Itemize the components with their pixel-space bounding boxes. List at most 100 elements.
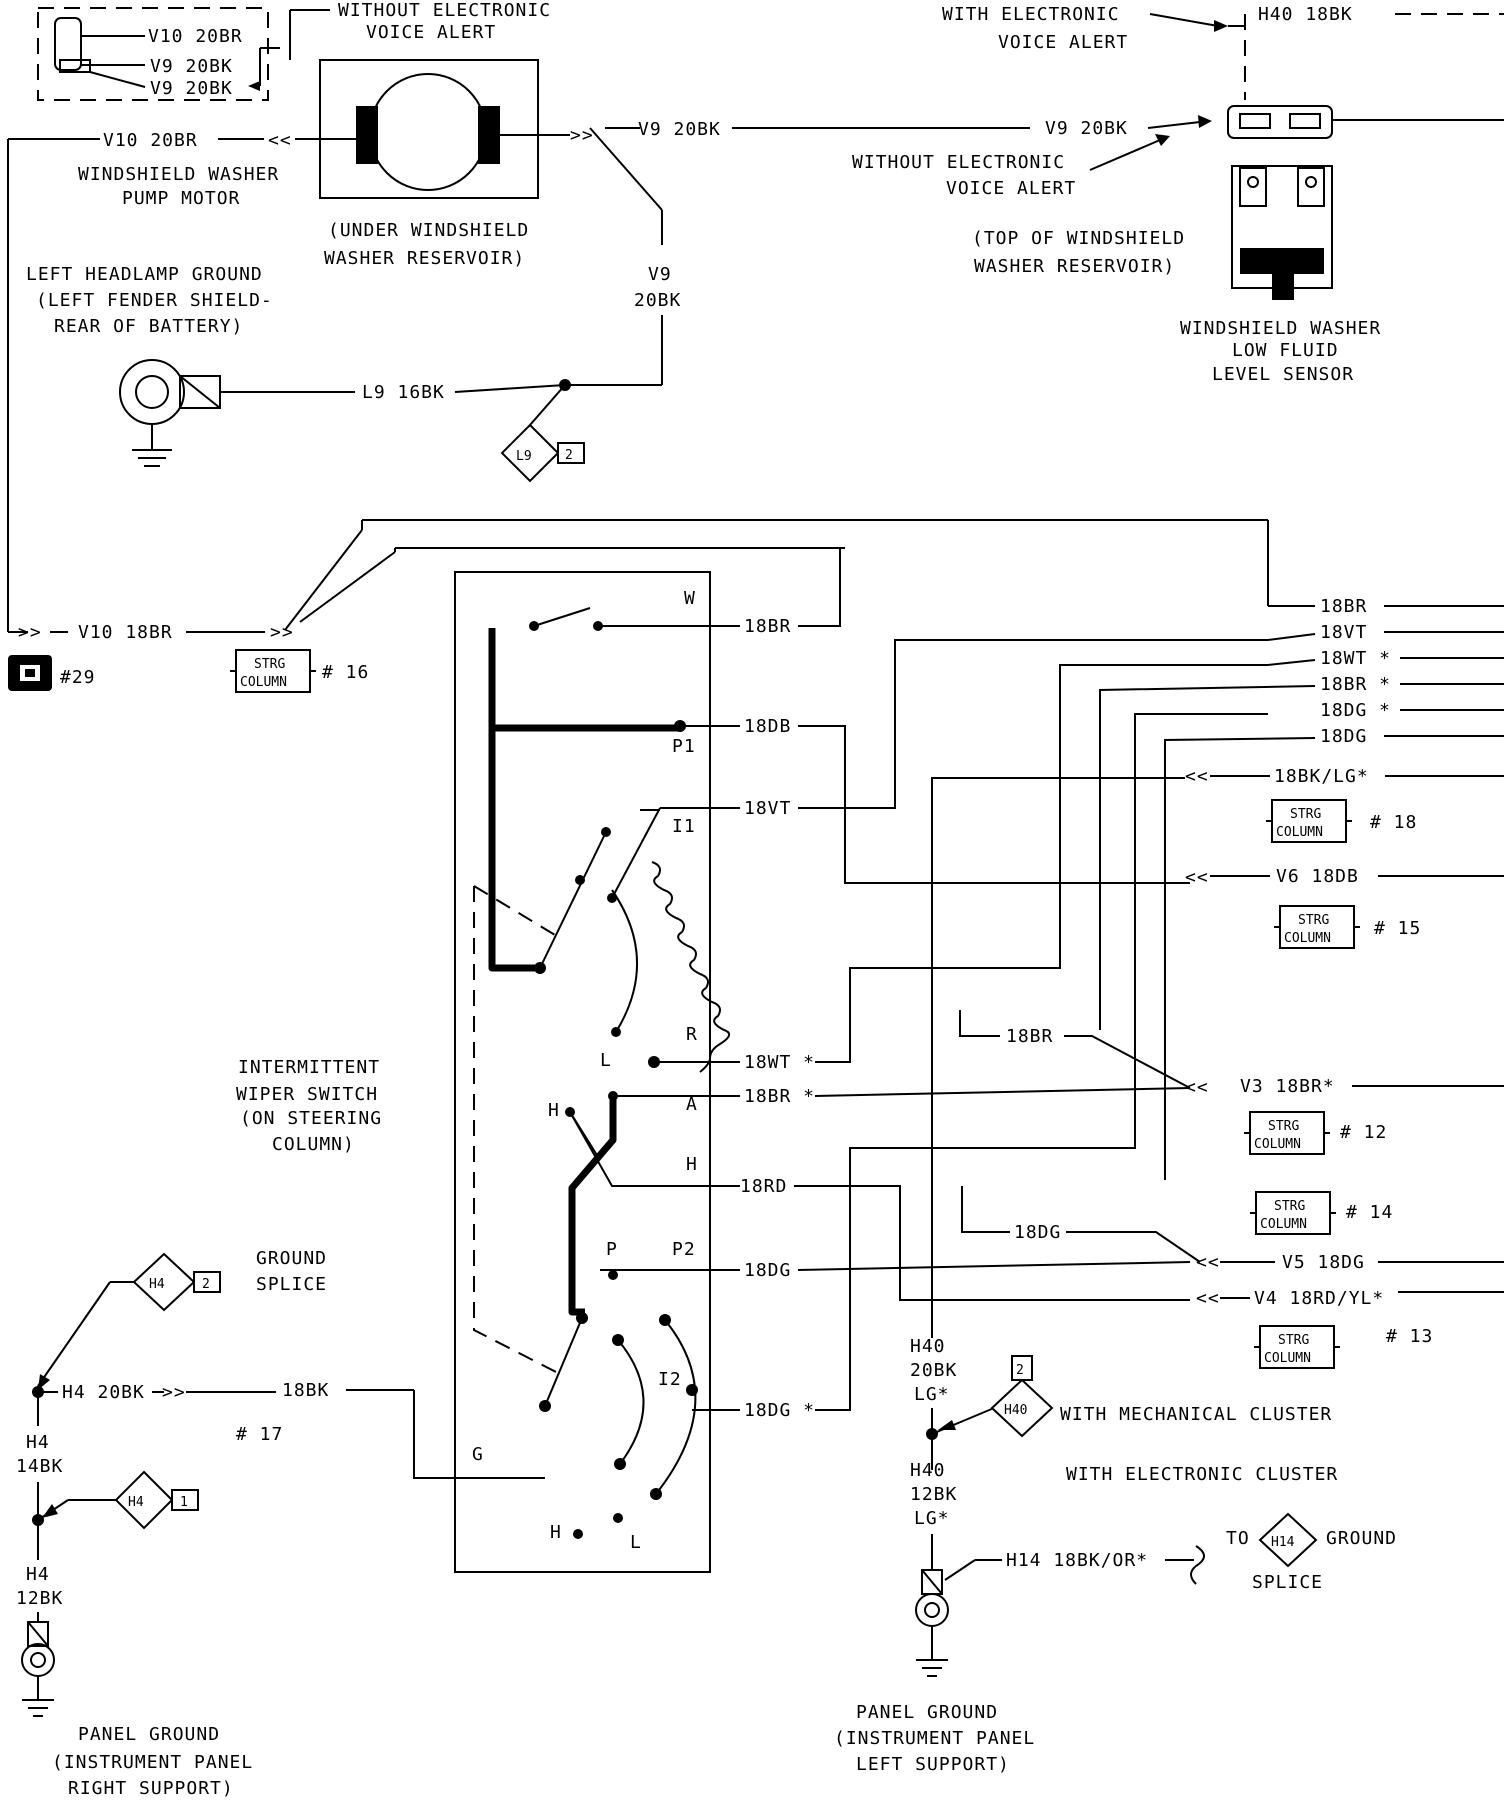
svg-text:>>: >> [18,622,42,643]
svg-text:<<: << [1185,1077,1209,1098]
switch-title-4: COLUMN) [272,1134,355,1155]
without-alert-right-2: VOICE ALERT [946,178,1076,199]
r-18dg-star: 18DG * [1320,700,1391,721]
mid-18br: 18BR [1006,1026,1053,1047]
without-voice-alert-connector [37,7,330,101]
svg-text:COLUMN: COLUMN [1276,825,1323,840]
l9-16bk-label: L9 16BK [362,382,445,403]
h40-12bk-3: LG* [914,1508,950,1529]
ground-splice-2: SPLICE [256,1274,327,1295]
top-reservoir-1: (TOP OF WINDSHIELD [972,228,1185,249]
v9-20bk-mid-label: V9 20BK [638,119,721,140]
top-reservoir-2: WASHER RESERVOIR) [974,256,1175,277]
term-p1: P1 [672,736,696,757]
to-h14-ground: GROUND [1326,1528,1397,1549]
w-18br-star: 18BR * [744,1086,815,1107]
panel-ground-right-3: RIGHT SUPPORT) [68,1778,234,1799]
l9-splice-icon [500,423,585,483]
strg-14-ref: # 14 [1346,1202,1393,1223]
to-h14-to: TO [1226,1528,1250,1549]
v9-20bk-label: V9 20BK [150,56,233,77]
w-18dg: 18DG [744,1260,791,1281]
h40-splice-label: H40 [1004,1403,1027,1418]
v10-20br-left-label: V10 20BR [103,130,198,151]
w-18wt: 18WT * [744,1052,815,1073]
v4-18rd-yl: V4 18RD/YL* [1254,1288,1384,1309]
term-r: R [686,1024,698,1045]
v6-18db: V6 18DB [1276,866,1359,887]
term-p2: P2 [672,1239,696,1260]
pump-motor-label-2: PUMP MOTOR [122,188,240,209]
h4-splice-label: H4 [149,1277,165,1292]
h40-splice-icon [990,1355,1054,1438]
svg-text:COLUMN: COLUMN [1284,931,1331,946]
svg-text:STRG: STRG [1298,913,1329,928]
with-alert-1: WITH ELECTRONIC [942,4,1120,25]
h4-14bk-2: 14BK [16,1456,63,1477]
strg-15-ref: # 15 [1374,918,1421,939]
intermittent-wiper-switch [454,571,731,1573]
connector-29-label: #29 [60,667,96,688]
connector-arrow-icon: << [268,130,292,151]
low-fluid-sensor-icon [1231,165,1333,300]
h4-20bk: H4 20BK [62,1382,145,1403]
term-a: A [686,1094,698,1115]
v10-20br-label: V10 20BR [148,26,243,47]
strg-column-12: STRG COLUMN [1244,1111,1330,1155]
svg-text:STRG: STRG [1290,807,1321,822]
switch-title-2: WIPER SWITCH [236,1084,378,1105]
headlamp-ground-1: LEFT HEADLAMP GROUND [26,264,263,285]
h40-12bk-1: H40 [910,1460,946,1481]
term-w: W [684,588,696,609]
strg-16-ref: # 16 [322,662,369,683]
svg-text:COLUMN: COLUMN [1254,1137,1301,1152]
panel-ground-left-3: LEFT SUPPORT) [856,1754,1010,1775]
strg-column-16: STRG COLUMN [230,649,316,693]
r-18br-star: 18BR * [1320,674,1391,695]
h14-wire: H14 18BK/OR* [1006,1550,1148,1571]
panel-ground-left-2: (INSTRUMENT PANEL [834,1728,1035,1749]
voice-alert-text: VOICE ALERT [366,22,496,43]
pump-motor-icon: >> [319,59,593,199]
h40-12bk-2: 12BK [910,1484,957,1505]
v3-18br: V3 18BR* [1240,1076,1335,1097]
strg-12-ref: # 12 [1340,1122,1387,1143]
svg-text:COLUMN: COLUMN [1264,1351,1311,1366]
20bk-label: 20BK [634,290,681,311]
strg-18-ref: # 18 [1370,812,1417,833]
l9-splice-num: 2 [565,448,573,463]
strg-13-ref: # 13 [1386,1326,1433,1347]
svg-text:STRG: STRG [254,657,285,672]
headlamp-ground-icon [119,359,221,467]
h4-splice-2-icon [132,1252,221,1312]
mech-cluster: WITH MECHANICAL CLUSTER [1060,1404,1332,1425]
v9-20bk-right-label: V9 20BK [1045,118,1128,139]
h4-splice2-num: 1 [180,1495,188,1510]
svg-text:STRG: STRG [1268,1119,1299,1134]
term-l-bottom: L [630,1532,642,1553]
term-i1: I1 [672,816,696,837]
without-alert-text: WITHOUT ELECTRONIC [338,0,551,21]
panel-ground-right-1: PANEL GROUND [78,1724,220,1745]
ground-splice-1: GROUND [256,1248,327,1269]
r-18bk-lg: 18BK/LG* [1274,766,1369,787]
sensor-label-2: LOW FLUID [1232,340,1339,361]
v9-label: V9 [648,264,672,285]
svg-text:>>: >> [270,622,294,643]
w-18db: 18DB [744,716,791,737]
h14-splice-icon [1258,1512,1318,1568]
under-reservoir-2: WASHER RESERVOIR) [324,248,525,269]
r-18wt: 18WT * [1320,648,1391,669]
w-18br: 18BR [744,616,791,637]
strg-column-18: STRG COLUMN [1266,799,1352,843]
h40-20bk-2: 20BK [910,1360,957,1381]
panel-ground-right-2: (INSTRUMENT PANEL [52,1752,253,1773]
w-18vt: 18VT [744,798,791,819]
h4-splice2-label: H4 [128,1495,144,1510]
with-alert-2: VOICE ALERT [998,32,1128,53]
svg-text:STRG: STRG [1278,1333,1309,1348]
r-18vt: 18VT [1320,622,1367,643]
term-l-top: L [600,1050,612,1071]
term-h-left: H [548,1100,560,1121]
